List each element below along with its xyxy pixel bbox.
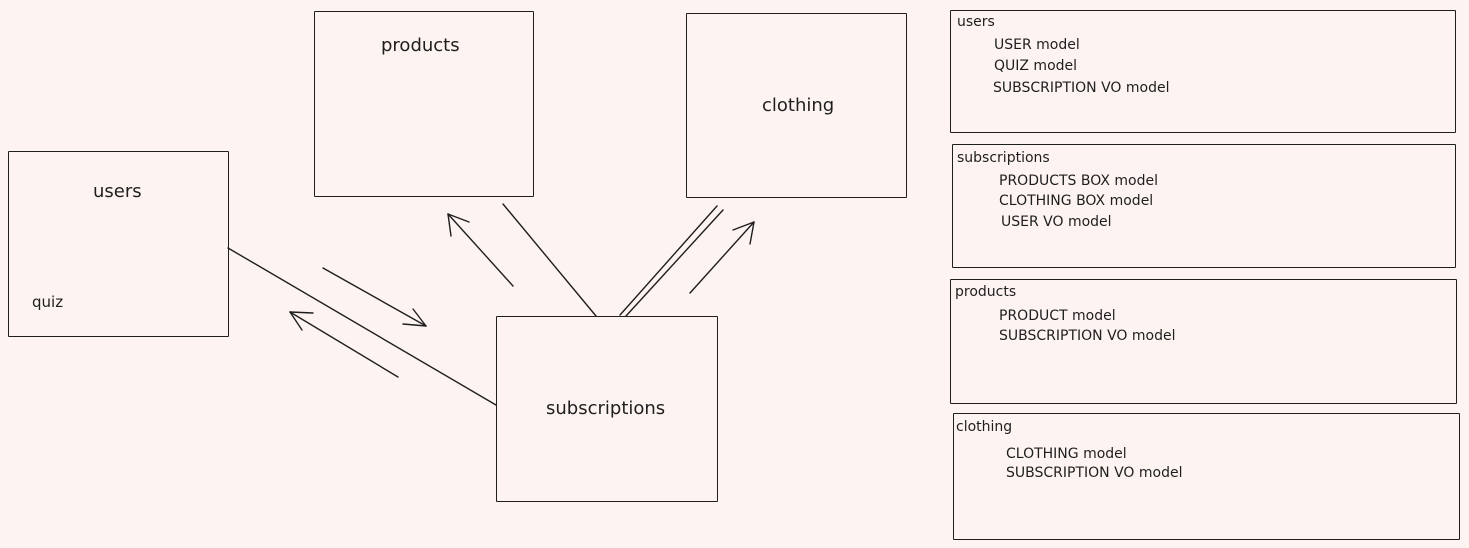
legend-users-title: users [957, 14, 995, 30]
node-products [314, 11, 534, 197]
legend-products-box [950, 279, 1457, 404]
connector-products-subscriptions [502, 203, 597, 317]
legend-subscriptions-item: USER VO model [1001, 214, 1112, 230]
legend-clothing-item: SUBSCRIPTION VO model [1006, 465, 1183, 481]
legend-subscriptions-item: PRODUCTS BOX model [999, 173, 1158, 189]
node-subscriptions-label: subscriptions [546, 398, 666, 419]
node-clothing-label: clothing [762, 95, 835, 116]
legend-products-item: PRODUCT model [999, 308, 1116, 324]
legend-products-title: products [955, 284, 1017, 300]
node-users-label: users [93, 181, 142, 202]
arrow-subscriptions-to-clothing [689, 221, 755, 294]
legend-clothing-box [953, 413, 1460, 540]
legend-products-item: SUBSCRIPTION VO model [999, 328, 1176, 344]
legend-subscriptions-title: subscriptions [957, 150, 1050, 166]
node-users [8, 151, 229, 337]
connector-clothing-subscriptions-a [619, 205, 718, 316]
node-users-quiz-label: quiz [32, 293, 64, 311]
node-clothing [686, 13, 907, 198]
arrow-subscriptions-to-users [289, 311, 399, 378]
arrow-subscriptions-to-products [447, 213, 514, 287]
legend-clothing-title: clothing [956, 419, 1013, 435]
legend-users-item: USER model [994, 37, 1080, 53]
legend-users-item: SUBSCRIPTION VO model [993, 80, 1170, 96]
connector-clothing-subscriptions-b [625, 209, 724, 317]
legend-clothing-item: CLOTHING model [1006, 446, 1127, 462]
legend-subscriptions-item: CLOTHING BOX model [999, 193, 1154, 209]
legend-subscriptions-box [952, 144, 1456, 268]
connector-users-subscriptions [227, 247, 497, 406]
legend-users-item: QUIZ model [994, 58, 1078, 74]
arrow-users-to-subscriptions [322, 267, 427, 327]
legend-users-box [950, 10, 1456, 133]
node-products-label: products [381, 35, 460, 56]
node-subscriptions [496, 316, 718, 502]
